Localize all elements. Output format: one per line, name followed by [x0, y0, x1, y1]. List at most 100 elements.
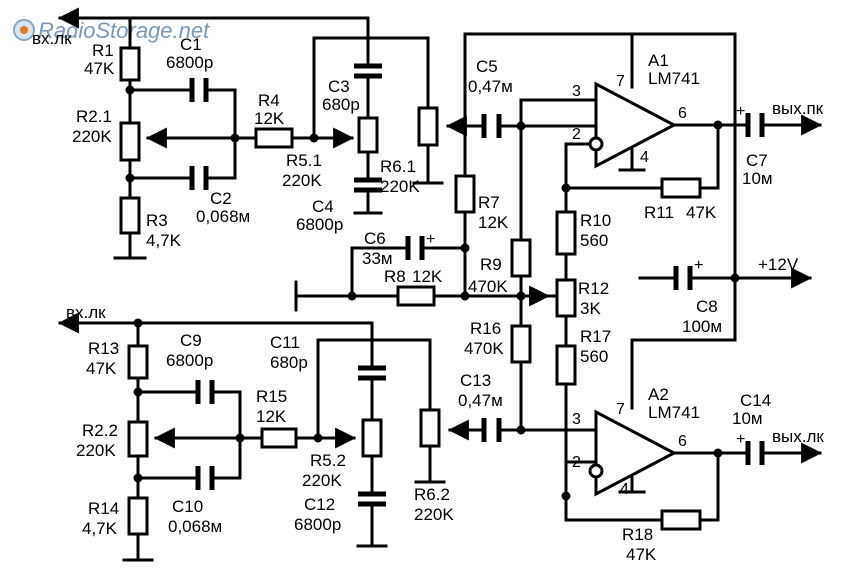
a1-part: LM741: [648, 69, 700, 88]
c10-value: 0,068м: [168, 517, 222, 536]
c3-value: 680p: [322, 95, 360, 114]
r7-ref: R7: [478, 193, 500, 212]
r52-ref: R5.2: [310, 451, 346, 470]
r21-ref: R2.1: [76, 107, 112, 126]
c3-ref: C3: [328, 77, 350, 96]
r18-value: 47K: [626, 545, 657, 564]
a2-pin6: 6: [678, 433, 687, 450]
r61-value: 220K: [380, 177, 420, 196]
capacitor-plates: [189, 63, 765, 507]
c1-ref: C1: [180, 35, 202, 54]
r3-value: 4,7K: [146, 231, 182, 250]
c11-value: 680p: [270, 353, 308, 372]
r3-ref: R3: [146, 211, 168, 230]
port-supply: +12V: [758, 255, 799, 274]
r61-ref: R6.1: [380, 157, 416, 176]
c14-plus: +: [736, 431, 745, 448]
a2-pin7: 7: [616, 401, 625, 418]
c2-value: 0,068м: [196, 207, 250, 226]
c13-ref: C13: [460, 371, 491, 390]
a1-pin3: 3: [572, 83, 581, 100]
c14-ref: C14: [740, 391, 771, 410]
c12-value: 6800p: [294, 515, 341, 534]
port-in2: вх.лк: [66, 303, 106, 322]
r4-ref: R4: [258, 91, 280, 110]
r51-value: 220K: [282, 171, 322, 190]
a1-pin6: 6: [678, 105, 687, 122]
c13-value: 0,47м: [458, 391, 503, 410]
c11-ref: C11: [270, 333, 300, 352]
r52-value: 220K: [302, 471, 342, 490]
r1-value: 47K: [84, 59, 115, 78]
r17-ref: R17: [580, 327, 611, 346]
c10-ref: C10: [172, 497, 203, 516]
r18-ref: R18: [622, 525, 653, 544]
c14-value: 10м: [732, 409, 763, 428]
r15-ref: R15: [256, 387, 287, 406]
c6-ref: C6: [364, 229, 386, 248]
labels: вх.лк вх.лк вых.пк вых.лк +12V A1 LM741 …: [32, 29, 824, 564]
r10-ref: R10: [580, 211, 611, 230]
r51-ref: R5.1: [286, 151, 322, 170]
opamp-a2: [588, 409, 678, 497]
a2-pin3: 3: [572, 411, 581, 428]
port-in1: вх.лк: [32, 29, 72, 48]
r14-ref: R14: [88, 499, 119, 518]
r11-value: 47K: [686, 203, 717, 222]
r9-ref: R9: [480, 255, 502, 274]
r62-ref: R6.2: [414, 485, 450, 504]
r21-value: 220K: [72, 127, 112, 146]
c6-plus: +: [426, 231, 435, 248]
r10-value: 560: [580, 231, 608, 250]
c8-ref: C8: [696, 297, 718, 316]
r13-ref: R13: [88, 339, 119, 358]
c4-ref: C4: [312, 197, 334, 216]
a1-pin2: 2: [572, 126, 581, 143]
r22-value: 220K: [76, 441, 116, 460]
a1-ref: A1: [648, 51, 669, 70]
r11-ref: R11: [644, 203, 674, 222]
c8-plus: +: [694, 257, 703, 274]
r15-value: 12K: [256, 407, 287, 426]
a1-pin4: 4: [640, 149, 649, 166]
c4-value: 6800p: [296, 215, 343, 234]
r13-value: 47K: [86, 359, 117, 378]
a2-pin2: 2: [572, 454, 581, 471]
c8-value: 100м: [682, 317, 722, 336]
c6-value: 33м: [362, 249, 393, 268]
r8-ref: R8: [384, 267, 406, 286]
port-out2: вых.лк: [772, 427, 824, 446]
c5-value: 0,47м: [468, 77, 513, 96]
a2-ref: A2: [648, 385, 669, 404]
r12-value: 3K: [580, 299, 601, 318]
port-out1: вых.пк: [772, 99, 824, 118]
a2-part: LM741: [648, 403, 700, 422]
c7-plus: +: [736, 103, 745, 120]
c12-ref: C12: [304, 495, 335, 514]
junctions: [125, 85, 740, 501]
opamp-a1: [588, 81, 678, 169]
r8-value: 12K: [412, 267, 443, 286]
r4-value: 12K: [254, 109, 285, 128]
a2-pin4: 4: [620, 481, 629, 498]
r16-value: 470K: [464, 339, 504, 358]
r12-ref: R12: [578, 279, 609, 298]
c9-value: 6800p: [166, 351, 213, 370]
c5-ref: C5: [476, 57, 498, 76]
c2-ref: C2: [210, 189, 232, 208]
r1-ref: R1: [92, 41, 114, 60]
a1-pin7: 7: [616, 73, 625, 90]
resistor-bodies: [119, 46, 702, 536]
r9-value: 470K: [468, 277, 508, 296]
r17-value: 560: [580, 347, 608, 366]
c7-ref: C7: [746, 151, 768, 170]
c7-value: 10м: [742, 169, 773, 188]
r7-value: 12K: [478, 213, 509, 232]
r62-value: 220K: [414, 505, 454, 524]
c1-value: 6800p: [166, 53, 213, 72]
c9-ref: C9: [180, 331, 202, 350]
r14-value: 4,7K: [82, 519, 118, 538]
r16-ref: R16: [470, 319, 501, 338]
r22-ref: R2.2: [82, 421, 118, 440]
